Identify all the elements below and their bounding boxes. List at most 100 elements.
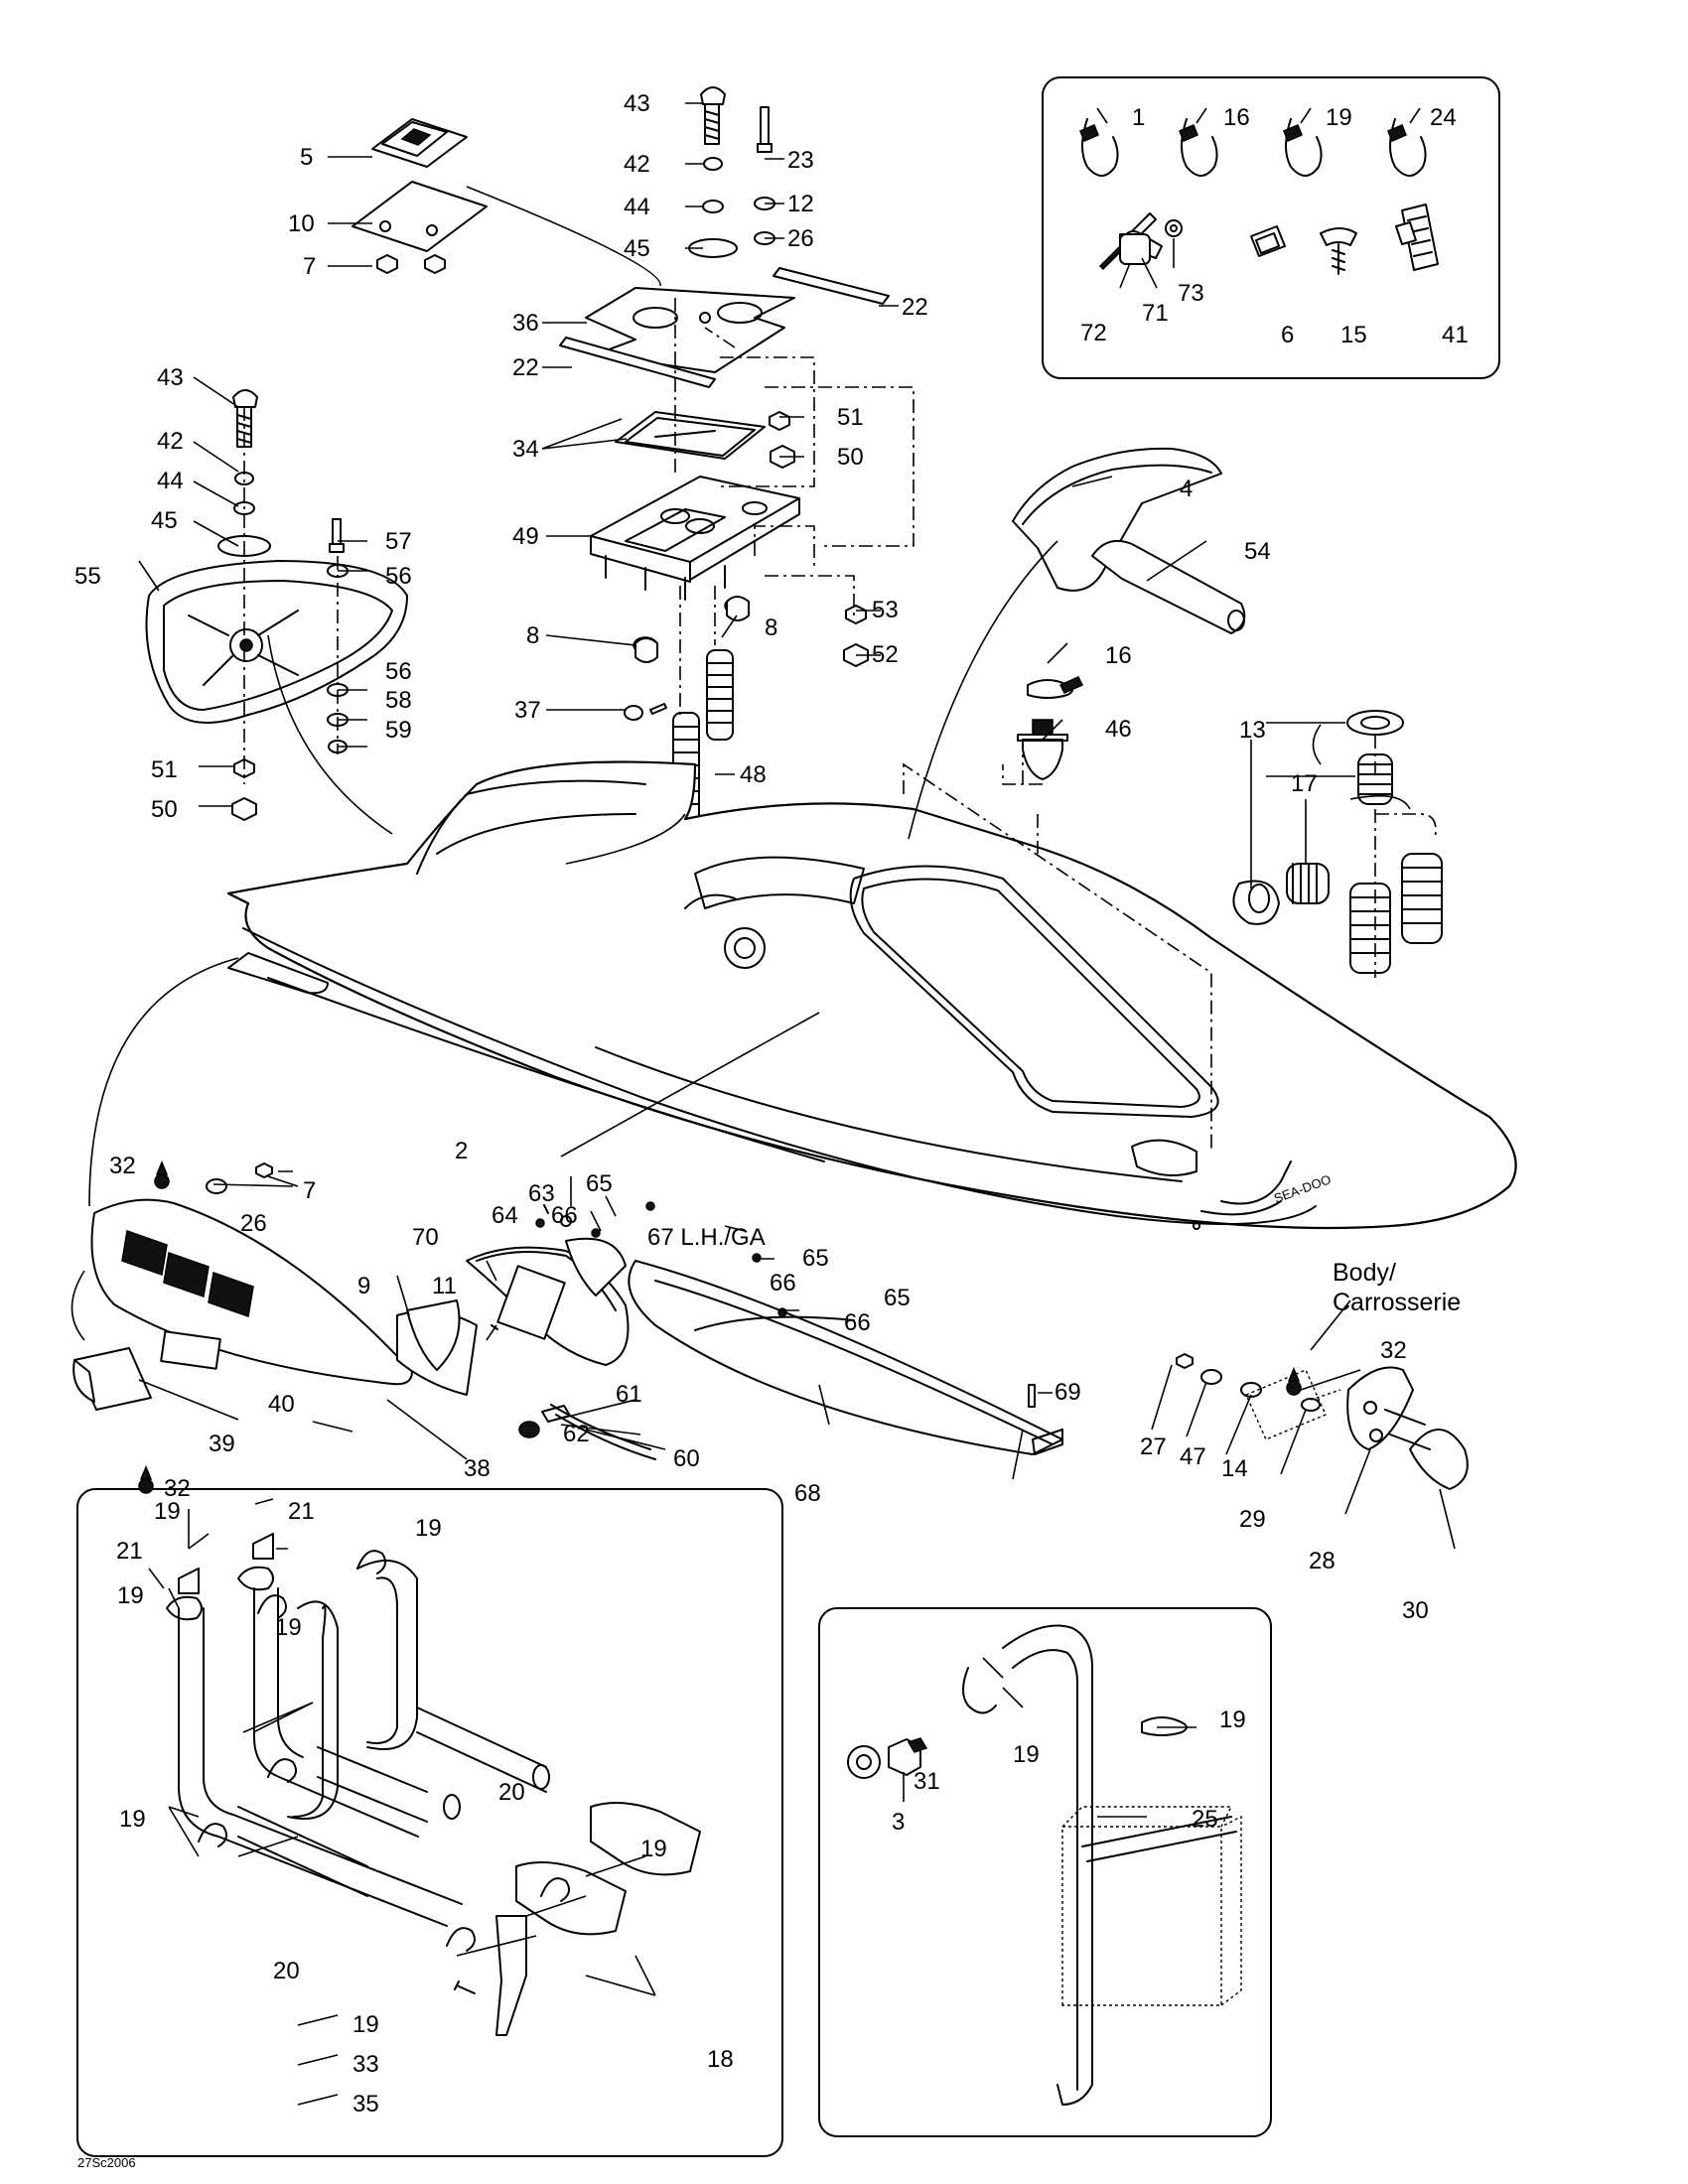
intake-grille <box>72 1160 478 1494</box>
callout-29: 29 <box>1239 1506 1266 1533</box>
callout-51a: 51 <box>837 404 864 431</box>
callout-17: 17 <box>1291 770 1318 797</box>
callout-28: 28 <box>1309 1548 1336 1574</box>
callout-9: 9 <box>357 1273 370 1299</box>
callout-60: 60 <box>673 1445 700 1472</box>
callout-20b: 20 <box>273 1958 300 1984</box>
clips-fasteners-inset <box>1042 76 1500 379</box>
callout-2: 2 <box>455 1138 468 1164</box>
battery-vent <box>847 1624 1242 2106</box>
callout-44b: 44 <box>157 468 184 494</box>
callout-57: 57 <box>385 528 412 555</box>
callout-18: 18 <box>707 2046 734 2073</box>
callout-19i: 19 <box>1013 1741 1040 1768</box>
callout-23: 23 <box>787 147 814 174</box>
callout-14: 14 <box>1221 1455 1248 1482</box>
callout-25: 25 <box>1192 1806 1218 1833</box>
callout-19h: 19 <box>352 2011 379 2038</box>
callout-44a: 44 <box>624 194 650 220</box>
callout-43a: 43 <box>624 90 650 117</box>
callout-73: 73 <box>1178 280 1204 307</box>
callout-47: 47 <box>1180 1443 1206 1470</box>
callout-70: 70 <box>412 1224 439 1251</box>
callout-65c: 65 <box>884 1285 911 1311</box>
callout-19f: 19 <box>119 1806 146 1833</box>
callout-36: 36 <box>512 310 539 337</box>
leader-lines <box>70 102 1456 2106</box>
body-note-line1: Body/ <box>1333 1259 1396 1287</box>
callout-30: 30 <box>1402 1597 1429 1624</box>
callout-56a: 56 <box>385 563 412 590</box>
side-panel-assembly <box>406 1201 1063 1460</box>
callout-13: 13 <box>1239 717 1266 744</box>
callout-72: 72 <box>1080 320 1107 346</box>
callout-26a: 26 <box>787 225 814 252</box>
callout-15: 15 <box>1340 322 1367 348</box>
callout-38: 38 <box>464 1455 491 1482</box>
latch-assembly <box>352 118 488 274</box>
callout-49: 49 <box>512 523 539 550</box>
callout-21a: 21 <box>288 1498 315 1525</box>
callout-19g: 19 <box>640 1836 667 1862</box>
callout-32b: 32 <box>164 1475 191 1502</box>
callout-22a: 22 <box>902 294 928 321</box>
callout-53: 53 <box>872 597 899 623</box>
fill-neck-parts <box>1017 676 1084 780</box>
callout-50b: 50 <box>151 796 178 823</box>
callout-39: 39 <box>209 1431 235 1457</box>
callout-19c: 19 <box>415 1515 442 1542</box>
small-fasteners-group <box>1098 204 1439 275</box>
callout-58: 58 <box>385 687 412 714</box>
callout-41: 41 <box>1442 322 1469 348</box>
drain-plug-assembly <box>1176 1353 1469 1490</box>
callout-66a: 66 <box>551 1202 578 1229</box>
callout-46: 46 <box>1105 716 1132 743</box>
callout-52: 52 <box>872 641 899 668</box>
callout-8a: 8 <box>526 622 539 649</box>
hose-routing <box>166 1533 701 2036</box>
drawing-code: 27Sc2006 <box>77 2155 136 2170</box>
callout-19d: 19 <box>117 1582 144 1609</box>
callout-45b: 45 <box>151 507 178 534</box>
callout-68: 68 <box>794 1480 821 1507</box>
callout-16b: 16 <box>1105 642 1132 669</box>
body-note-line2: Carrosserie <box>1333 1289 1461 1316</box>
callout-27: 27 <box>1140 1433 1167 1460</box>
callout-1: 1 <box>1132 104 1145 131</box>
callout-66c: 66 <box>844 1309 871 1336</box>
callout-51b: 51 <box>151 756 178 783</box>
callout-16a: 16 <box>1223 104 1250 131</box>
callout-34: 34 <box>512 436 539 463</box>
callout-61: 61 <box>616 1381 642 1408</box>
callout-11: 11 <box>432 1273 457 1299</box>
callout-66b: 66 <box>770 1270 796 1297</box>
callout-65b: 65 <box>802 1245 829 1272</box>
callout-4: 4 <box>1180 476 1193 502</box>
callout-55: 55 <box>74 563 101 590</box>
handle-and-tube <box>1012 447 1246 634</box>
callout-22b: 22 <box>512 354 539 381</box>
callout-26b: 26 <box>240 1210 267 1237</box>
callout-7b: 7 <box>303 1177 316 1204</box>
callout-42b: 42 <box>157 428 184 455</box>
seat-plate <box>559 287 795 460</box>
callout-62: 62 <box>563 1421 590 1447</box>
callout-19j: 19 <box>1219 1706 1246 1733</box>
callout-43b: 43 <box>157 364 184 391</box>
callout-20a: 20 <box>498 1779 525 1806</box>
callout-10: 10 <box>288 210 315 237</box>
callout-40: 40 <box>268 1391 295 1418</box>
callout-7a: 7 <box>303 253 316 280</box>
callout-45a: 45 <box>624 235 650 262</box>
hose-clamp-group <box>1079 118 1427 177</box>
callout-8b: 8 <box>765 614 777 641</box>
callout-56b: 56 <box>385 658 412 685</box>
callout-12: 12 <box>787 191 814 217</box>
callout-59: 59 <box>385 717 412 744</box>
callout-50a: 50 <box>837 444 864 471</box>
center-bolt-stack <box>688 86 890 305</box>
callout-54: 54 <box>1244 538 1271 565</box>
callout-32c: 32 <box>1380 1337 1407 1364</box>
seat-latch-assembly <box>145 389 408 821</box>
